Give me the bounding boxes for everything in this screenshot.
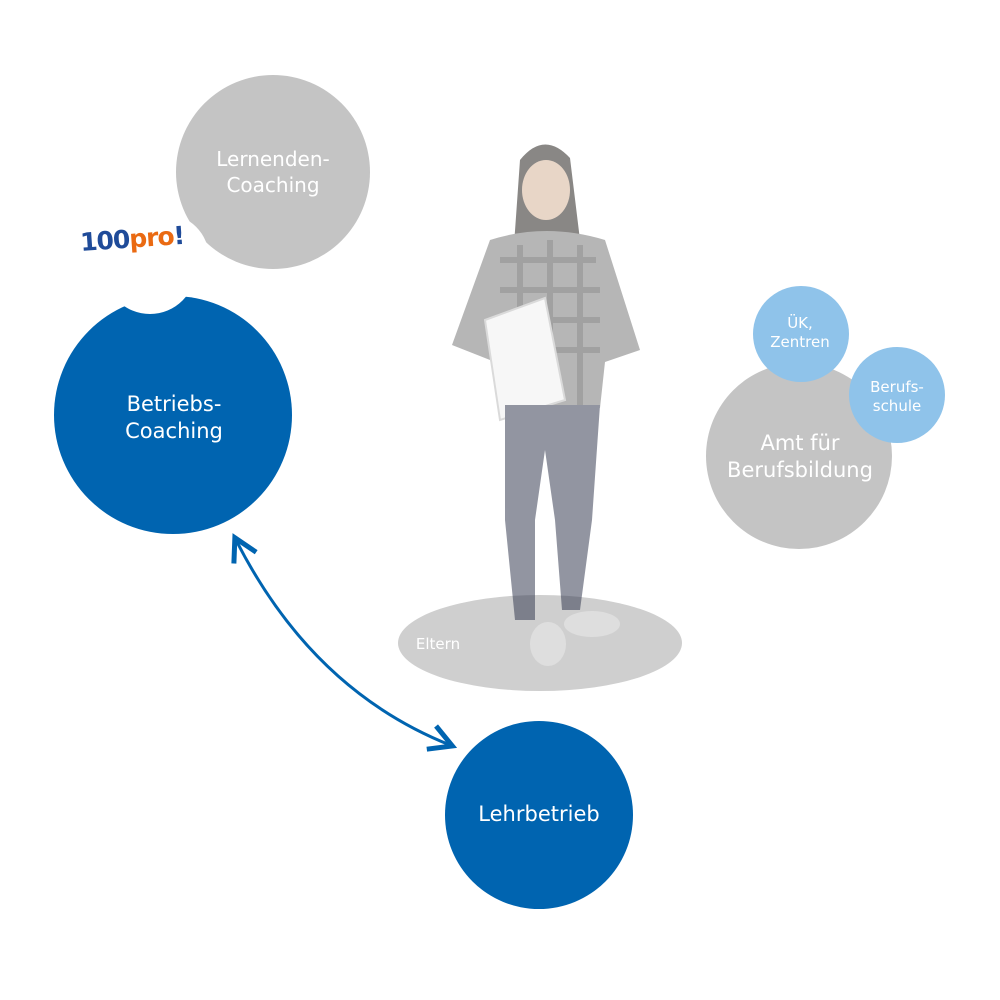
berufsschule-label: Berufs- schule xyxy=(870,377,924,416)
lernenden-coaching-label: Lernenden- Coaching xyxy=(216,147,330,197)
eltern-label: Eltern xyxy=(415,635,461,654)
amt-fuer-berufsbildung-label: Amt für Berufsbildung xyxy=(727,430,873,482)
amt-fuer-berufsbildung-circle xyxy=(706,363,892,549)
uek-zentren-circle xyxy=(753,286,849,382)
student-figure xyxy=(452,144,640,666)
lehrbetrieb-label: Lehrbetrieb xyxy=(478,802,600,827)
100pro-logo: 100pro! xyxy=(79,220,185,258)
lernenden-coaching-circle xyxy=(176,75,370,269)
lehrbetrieb-circle xyxy=(445,721,633,909)
betriebs-coaching-label: Betriebs- Coaching xyxy=(125,391,223,443)
betriebs-coaching-circle xyxy=(54,296,292,534)
connection-arrow xyxy=(236,540,450,745)
uek-zentren-label: ÜK, Zentren xyxy=(770,313,830,352)
berufsschule-circle xyxy=(849,347,945,443)
